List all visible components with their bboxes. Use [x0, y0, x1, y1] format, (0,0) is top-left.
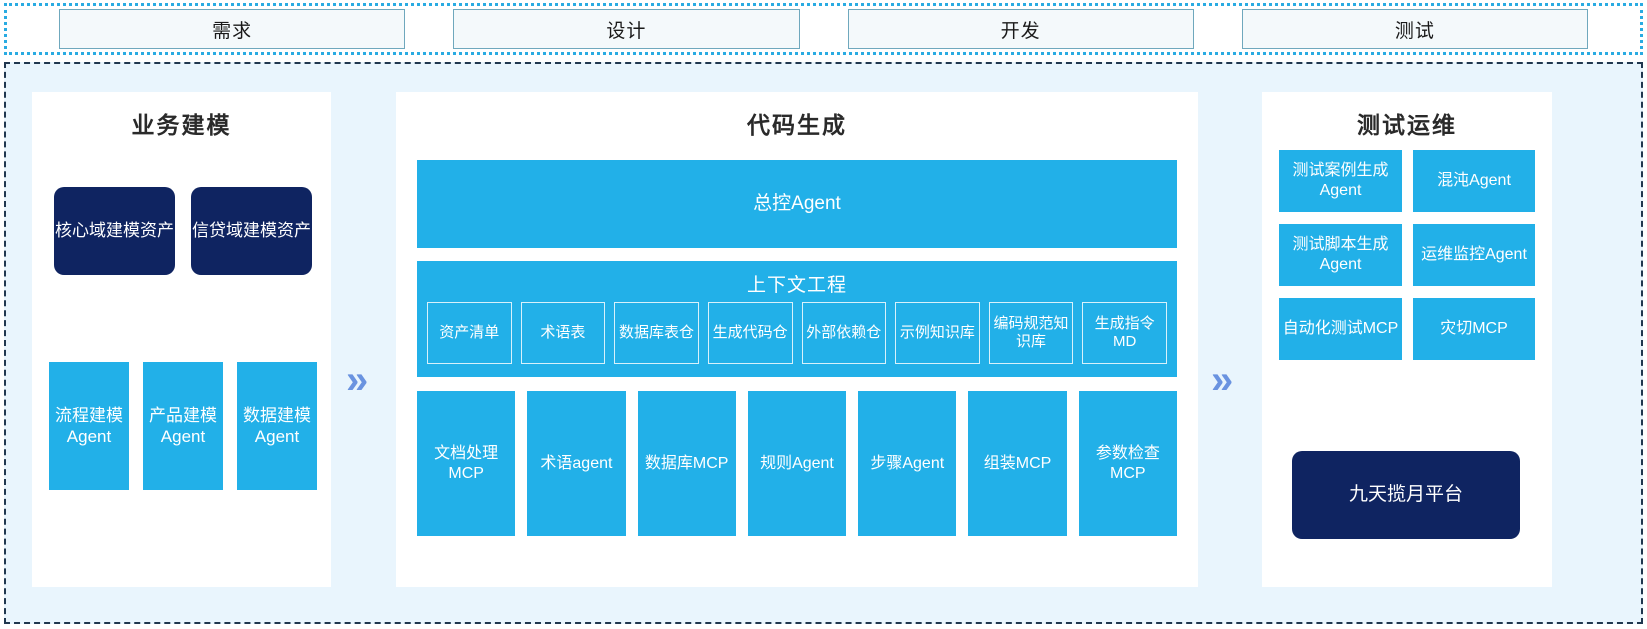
phase-label: 需求 [212, 20, 253, 42]
tool-label: 参数检查MCP [1095, 444, 1160, 482]
test-box-test-script-generation-agent[interactable]: 测试脚本生成Agent [1279, 224, 1402, 286]
tool-box-rule-agent[interactable]: 规则Agent [747, 391, 847, 536]
tool-box-glossary-agent[interactable]: 术语agent [527, 391, 626, 536]
context-item-asset-list[interactable]: 资产清单 [427, 302, 512, 364]
phase-strip: 需求 设计 开发 测试 [4, 3, 1643, 55]
tool-label: 文档处理MCP [434, 444, 499, 482]
asset-box-core-domain[interactable]: 核心域建模资产 [54, 187, 175, 275]
test-box-ops-monitoring-agent[interactable]: 运维监控Agent [1413, 224, 1535, 286]
context-item-generated-code-repo[interactable]: 生成代码仓 [707, 302, 793, 364]
platform-box-jiutian-lanyue[interactable]: 九天揽月平台 [1292, 451, 1520, 539]
asset-label: 信贷域建模资产 [192, 221, 311, 241]
tool-label: 术语agent [540, 454, 613, 472]
tool-label: 组装MCP [983, 454, 1052, 472]
tool-group: 文档处理MCP 术语agent 数据库MCP 规则Agent 步骤Agent 组… [417, 391, 1177, 536]
tool-box-database-mcp[interactable]: 数据库MCP [637, 391, 736, 536]
agent-label: 产品建模Agent [149, 405, 217, 446]
test-box-chaos-agent[interactable]: 混沌Agent [1413, 150, 1535, 212]
context-item-label: 示例知识库 [899, 323, 975, 341]
panel-test-operations: 测试运维 测试案例生成Agent 混沌Agent 测试脚本生成Agent 运维监… [1262, 92, 1552, 587]
context-item-label: 生成代码仓 [712, 323, 788, 341]
panel-title-code-generation: 代码生成 [747, 112, 847, 138]
test-box-disaster-recovery-mcp[interactable]: 灾切MCP [1413, 298, 1535, 360]
test-item-label: 运维监控Agent [1421, 246, 1527, 263]
context-item-label: 编码规范知识库 [993, 314, 1069, 350]
tool-box-step-agent[interactable]: 步骤Agent [858, 391, 957, 536]
tool-label: 数据库MCP [644, 454, 729, 472]
main-canvas: » » 业务建模 核心域建模资产 信贷域建模资产 流程建模Agent 产品建模A… [4, 62, 1643, 624]
agent-box-product-modeling[interactable]: 产品建模Agent [143, 362, 223, 490]
agent-box-data-modeling[interactable]: 数据建模Agent [237, 362, 317, 490]
tool-box-document-processing-mcp[interactable]: 文档处理MCP [417, 391, 516, 536]
agent-label: 流程建模Agent [55, 405, 123, 446]
context-item-label: 生成指令MD [1094, 314, 1155, 350]
context-item-label: 数据库表仓 [619, 323, 695, 341]
test-ops-item-group: 测试案例生成Agent 混沌Agent 测试脚本生成Agent 运维监控Agen… [1279, 150, 1535, 360]
test-item-label: 混沌Agent [1437, 172, 1511, 189]
phase-box-design[interactable]: 设计 [453, 9, 800, 49]
context-item-label: 资产清单 [439, 323, 500, 341]
tool-label: 步骤Agent [870, 454, 945, 472]
context-item-label: 外部依赖仓 [806, 323, 882, 341]
tool-box-assembly-mcp[interactable]: 组装MCP [968, 391, 1067, 536]
phase-box-requirements[interactable]: 需求 [59, 9, 406, 49]
panel-business-modeling: 业务建模 核心域建模资产 信贷域建模资产 流程建模Agent 产品建模Agent… [32, 92, 331, 587]
context-item-generation-instruction-md[interactable]: 生成指令MD [1082, 302, 1167, 364]
context-item-coding-standard-knowledge-base[interactable]: 编码规范知识库 [988, 302, 1074, 364]
platform-label: 九天揽月平台 [1348, 484, 1463, 506]
test-item-label: 测试脚本生成Agent [1292, 236, 1389, 273]
context-item-external-dependency-repo[interactable]: 外部依赖仓 [801, 302, 887, 364]
panel-title-business-modeling: 业务建模 [131, 112, 232, 138]
context-engineering-block: 上下文工程 资产清单 术语表 数据库表仓 生成代码仓 外部依赖 [417, 261, 1177, 377]
phase-box-development[interactable]: 开发 [847, 9, 1194, 49]
tool-label: 规则Agent [760, 454, 834, 472]
master-agent-box[interactable]: 总控Agent [417, 160, 1177, 248]
chevron-right-icon-2: » [1211, 358, 1234, 402]
context-engineering-title: 上下文工程 [746, 275, 847, 296]
master-agent-label: 总控Agent [753, 193, 841, 215]
phase-label: 开发 [1000, 20, 1041, 42]
test-item-label: 测试案例生成Agent [1292, 162, 1389, 199]
context-item-label: 术语表 [540, 323, 586, 341]
business-asset-group: 核心域建模资产 信贷域建模资产 [54, 187, 312, 275]
phase-box-testing[interactable]: 测试 [1241, 9, 1588, 49]
business-agent-group: 流程建模Agent 产品建模Agent 数据建模Agent [49, 362, 317, 490]
panel-title-test-operations: 测试运维 [1357, 112, 1457, 138]
test-item-label: 灾切MCP [1440, 320, 1508, 337]
context-item-db-table-repo[interactable]: 数据库表仓 [614, 302, 699, 364]
test-box-test-case-generation-agent[interactable]: 测试案例生成Agent [1279, 150, 1402, 212]
context-item-example-knowledge-base[interactable]: 示例知识库 [895, 302, 980, 364]
phase-label: 设计 [606, 20, 647, 42]
asset-label: 核心域建模资产 [55, 221, 174, 241]
chevron-right-icon-1: » [346, 358, 369, 402]
panel-code-generation: 代码生成 总控Agent 上下文工程 资产清单 术语表 数据库表仓 [396, 92, 1198, 587]
tool-box-parameter-check-mcp[interactable]: 参数检查MCP [1078, 391, 1177, 536]
asset-box-credit-domain[interactable]: 信贷域建模资产 [191, 187, 312, 275]
test-item-label: 自动化测试MCP [1282, 320, 1399, 337]
context-item-glossary[interactable]: 术语表 [520, 302, 606, 364]
context-item-group: 资产清单 术语表 数据库表仓 生成代码仓 外部依赖仓 示例知 [427, 302, 1167, 364]
phase-label: 测试 [1394, 20, 1435, 42]
agent-box-process-modeling[interactable]: 流程建模Agent [49, 362, 129, 490]
agent-label: 数据建模Agent [243, 405, 311, 446]
test-box-automated-test-mcp[interactable]: 自动化测试MCP [1279, 298, 1402, 360]
